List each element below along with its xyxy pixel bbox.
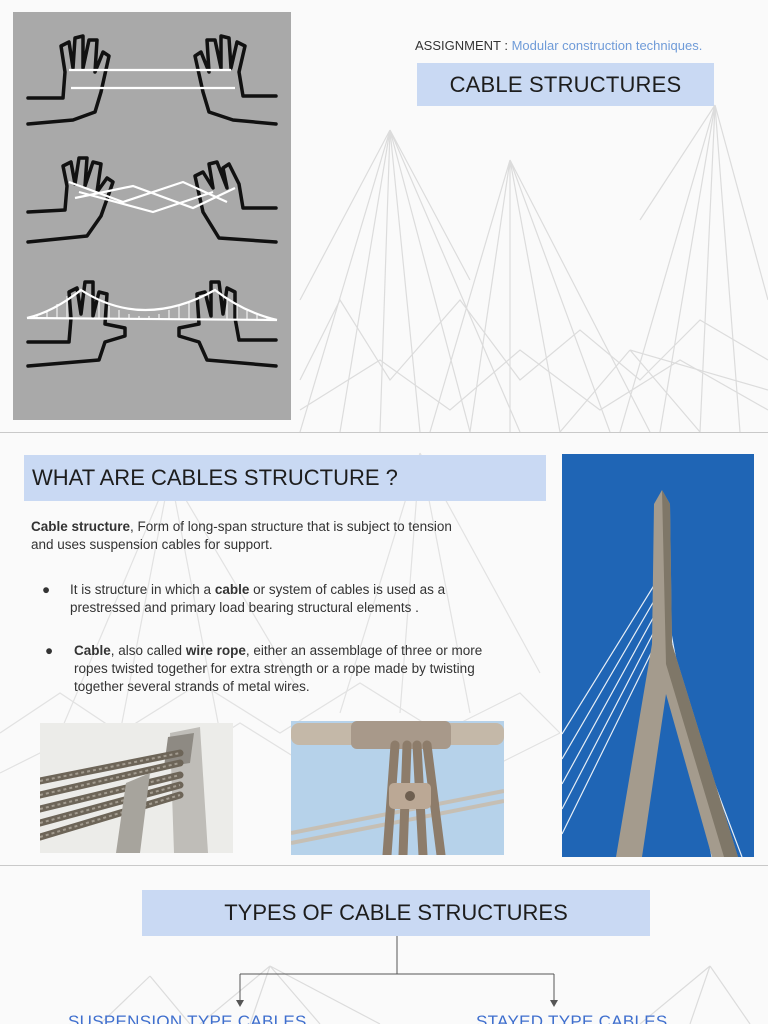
slide-title: CABLE STRUCTURES [417,63,714,106]
slide-what-are-cables: WHAT ARE CABLES STRUCTURE ? Cable struct… [0,433,768,865]
stayed-type-label: STAYED TYPE CABLES [476,1012,668,1024]
bullet-dot: ● [45,643,54,658]
assignment-topic: Modular construction techniques. [511,38,703,53]
cable-clamp-drawing [290,721,505,860]
wire-rope-drawing [36,723,233,853]
wire-rope-photo [36,723,233,853]
bullet-text-part: It is structure in which a [70,582,215,597]
bridge-tower-drawing [561,454,754,858]
types-tree-connector [99,936,751,1024]
types-heading: TYPES OF CABLE STRUCTURES [142,890,650,936]
slide-cable-structures-title: ASSIGNMENT : Modular construction techni… [0,0,768,432]
bullet-text: Cable, also called wire rope, either an … [45,642,515,696]
bullet-bold-term: Cable [74,643,111,658]
bullet-dot: ● [42,582,51,597]
bullet-bold-term: cable [214,582,250,597]
bullet-bold-term: wire rope [185,643,246,658]
bullet-text: It is structure in which a cable or syst… [42,581,512,617]
bullet-text-part: or system of cables is used as a prestre… [70,582,446,615]
cable-stayed-bridge-photo [561,454,754,858]
section-heading: WHAT ARE CABLES STRUCTURE ? [24,455,546,501]
slide-divider [0,432,768,433]
slide-types-of-cables: TYPES OF CABLE STRUCTURES SUSPENSION TYP… [0,866,768,1024]
intro-text: , Form of long-span structure that is su… [31,519,452,552]
hands-cable-illustration [13,12,291,420]
assignment-line: ASSIGNMENT : Modular construction techni… [415,38,702,53]
intro-definition: Cable structure, Form of long-span struc… [31,518,471,554]
cable-mast-background [299,104,768,432]
suspension-type-label: SUSPENSION TYPE CABLES [68,1012,307,1024]
hands-string-drawing [26,34,278,368]
assignment-prefix: ASSIGNMENT : [415,38,512,53]
bullet-text-part: , either an assemblage of three or more … [74,643,483,694]
cable-clamp-photo [290,721,505,860]
bullet-item: ● Cable, also called wire rope, either a… [45,642,515,696]
intro-term: Cable structure [31,519,131,534]
slide-divider [0,865,768,866]
bullet-text-part: , also called [110,643,186,658]
bullet-item: ● It is structure in which a cable or sy… [42,581,512,617]
